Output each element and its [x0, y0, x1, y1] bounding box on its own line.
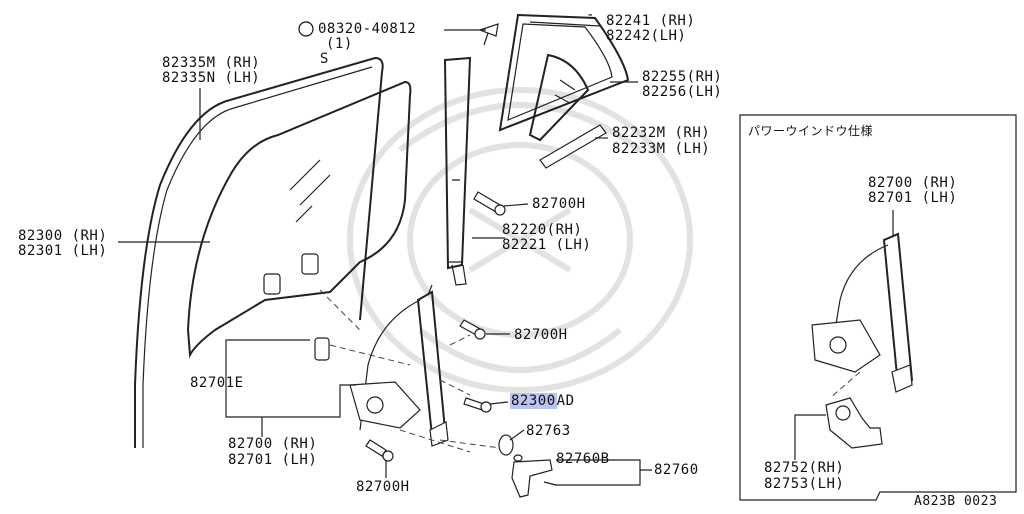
label-82701: 82701 (LH): [228, 452, 318, 468]
label-82700: 82700 (RH): [228, 436, 318, 452]
label-82760b: 82760B: [556, 451, 610, 467]
dash-mark: -: [586, 7, 595, 23]
label-82233m: 82233M (LH): [612, 141, 711, 157]
label-82221: 82221 (LH): [502, 237, 592, 253]
label-82242: 82242(LH): [606, 28, 687, 44]
screw-s-mark: S: [298, 21, 328, 67]
label-82700h-upper: 82700H: [532, 196, 586, 212]
inset-title: パワーウインドウ仕様: [748, 124, 874, 138]
power-window-inset: [739, 114, 1017, 501]
diagram-code: A823B 0023: [914, 494, 998, 509]
quarter-moulding: [539, 124, 607, 169]
label-82700h-middle: 82700H: [514, 327, 568, 343]
label-82335n: 82335N (LH): [162, 70, 261, 86]
label-82232m: 82232M (RH): [612, 125, 711, 141]
label-82701e: 82701E: [190, 375, 244, 391]
circle-s-icon: [298, 21, 314, 37]
label-82300ad-highlight: 82300: [510, 393, 557, 409]
glass-clips: [263, 253, 330, 361]
label-82335m: 82335M (RH): [162, 55, 261, 71]
handle-parts: [498, 434, 553, 498]
label-screw-qty: (1): [326, 36, 353, 52]
label-82220: 82220(RH): [502, 222, 583, 238]
quarter-glass: [498, 13, 630, 142]
label-screw: 08320-40812: [318, 21, 417, 37]
label-82255: 82255(RH): [642, 69, 723, 85]
label-82256: 82256(LH): [642, 84, 723, 100]
watermark-emblem: [347, 87, 693, 393]
label-82300: 82300 (RH): [18, 228, 108, 244]
label-82700h-lower: 82700H: [356, 479, 410, 495]
inset-label-82753: 82753(LH): [764, 476, 845, 492]
screw-part: [478, 23, 499, 46]
label-82300ad: 82300AD: [510, 393, 575, 409]
leader-lines: [118, 21, 652, 486]
inset-label-82701: 82701 (LH): [868, 190, 958, 206]
label-82241: 82241 (RH): [606, 13, 696, 29]
inset-label-82752: 82752(RH): [764, 460, 845, 476]
assembly-lines: [319, 289, 501, 453]
glass-run-channel: [134, 56, 384, 448]
division-sash: [443, 56, 472, 286]
label-82763: 82763: [526, 423, 571, 439]
inset-label-82700: 82700 (RH): [868, 175, 958, 191]
window-regulator: [349, 284, 449, 447]
door-glass: [186, 80, 412, 359]
label-82760: 82760: [654, 462, 699, 478]
bolts: [365, 191, 506, 462]
label-82301: 82301 (LH): [18, 243, 108, 259]
